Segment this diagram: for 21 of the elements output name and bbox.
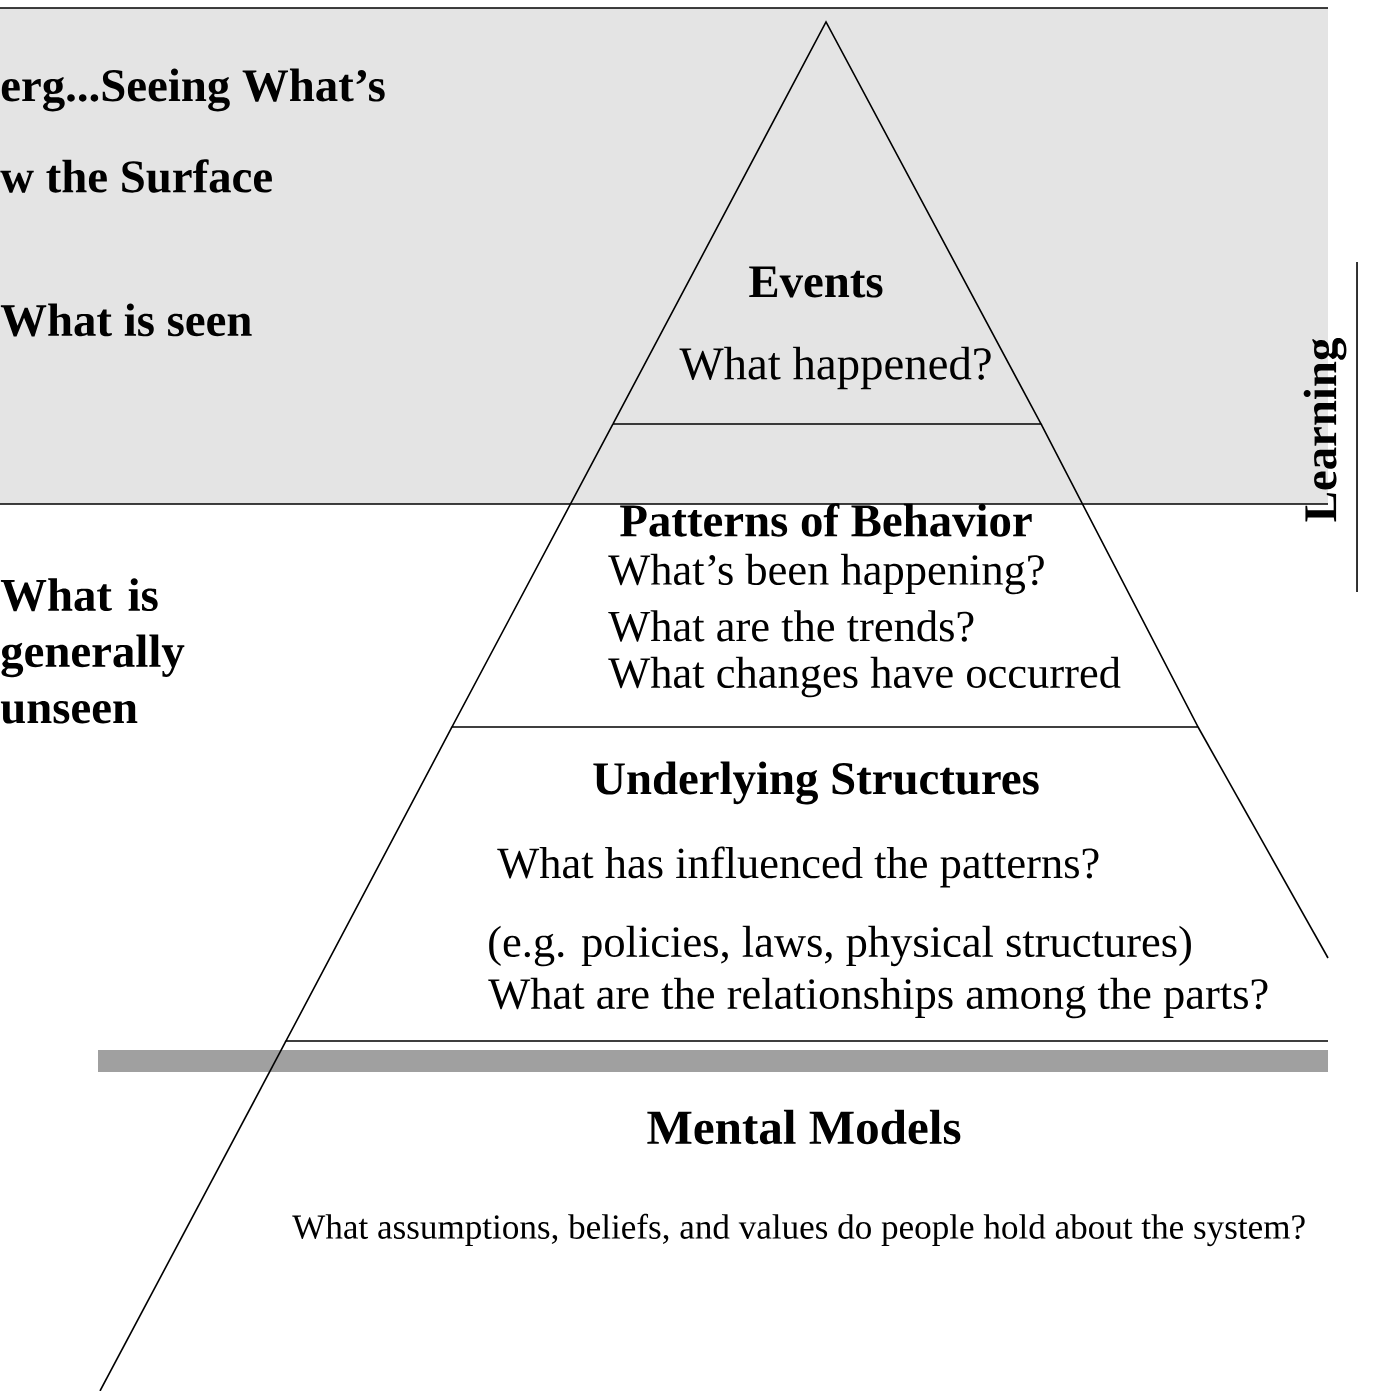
title-text: w the Surface	[0, 159, 272, 193]
layer-question: What are the trends?	[608, 610, 974, 642]
layer-question: What are the relationships among the parts?	[488, 977, 1268, 1019]
layer-question: What happened?	[679, 346, 991, 390]
layer-question: (e.g. policies, laws, physical structures)	[489, 925, 1191, 967]
layer-question: What’s been happening?	[608, 553, 1044, 595]
layer-heading: Underlying Structures	[593, 761, 1039, 805]
layer-heading: Events	[749, 266, 883, 298]
pyramid-layer	[450, 423, 1200, 728]
side-label: What is generally unseen	[0, 578, 185, 724]
layer-question: What has influenced the patterns?	[497, 846, 1099, 888]
title-text: erg...Seeing What’s	[1, 68, 385, 112]
side-label: What is seen	[0, 303, 252, 337]
layer-heading: Mental Models	[647, 1109, 961, 1145]
pyramid-layer	[611, 20, 1043, 425]
pyramid-layer	[284, 726, 1329, 1042]
pyramid-layer	[99, 1040, 1305, 1391]
layer-heading: Patterns of Behavior	[620, 503, 1032, 537]
side-label: Learning	[1303, 338, 1347, 522]
layer-question: What assumptions, beliefs, and values do people hold about the system?	[292, 1213, 1305, 1247]
layer-question: What changes have occurred	[608, 656, 1121, 698]
